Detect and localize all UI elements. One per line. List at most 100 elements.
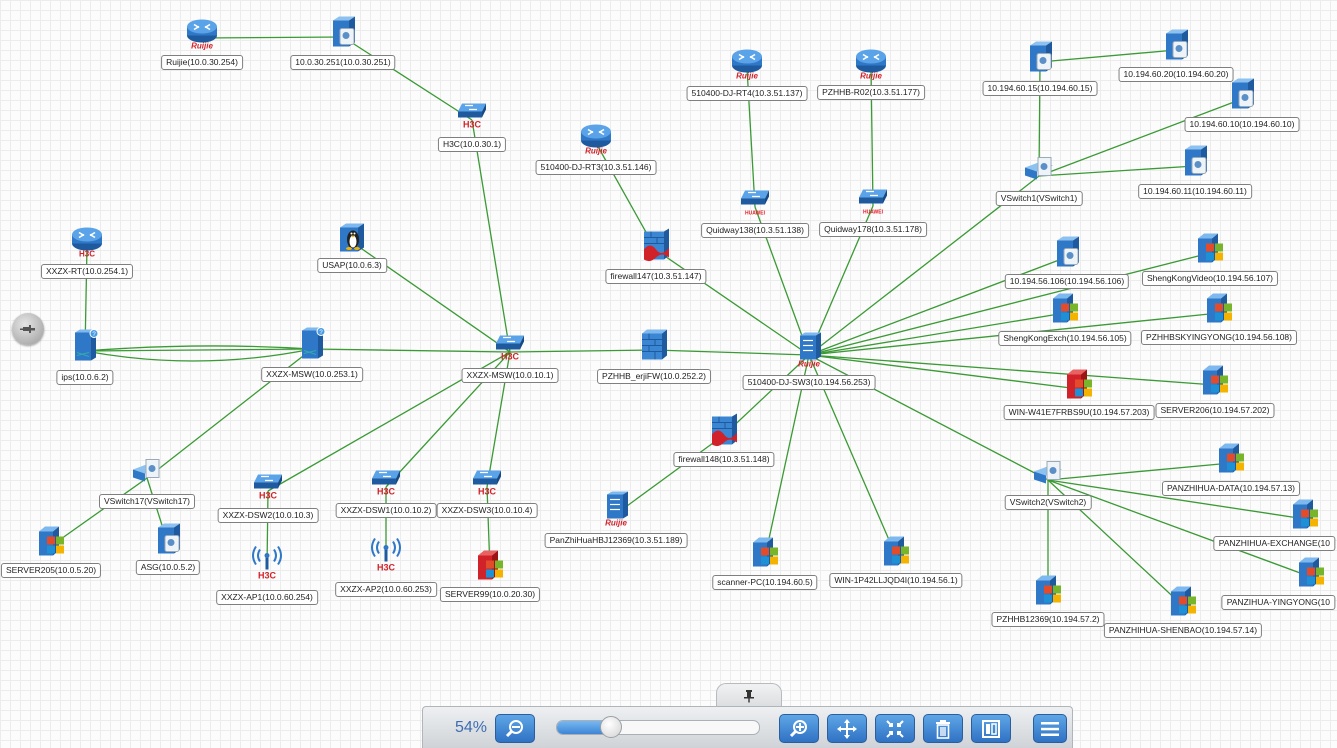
svg-text:Ruijie: Ruijie xyxy=(585,147,607,156)
firewall-icon[interactable] xyxy=(636,328,672,369)
node-label: SERVER206(10.194.57.202) xyxy=(1155,403,1275,418)
menu-button[interactable] xyxy=(1033,714,1067,743)
windows-icon[interactable] xyxy=(1293,555,1329,596)
firewall-red-icon[interactable] xyxy=(706,413,742,454)
node-label: firewall147(10.3.51.147) xyxy=(605,269,707,284)
link-vs1-h6010[interactable] xyxy=(1038,98,1243,177)
server-icon[interactable] xyxy=(325,15,361,56)
switch-icon[interactable]: H3C xyxy=(492,330,528,371)
zoom-level-label: 54% xyxy=(455,719,488,736)
server-icon[interactable] xyxy=(1177,144,1213,185)
ips-icon[interactable]: ? xyxy=(294,327,330,368)
wireless-icon[interactable]: H3C xyxy=(249,545,285,587)
core-switch-icon[interactable]: Ruijie xyxy=(791,332,827,374)
windows-icon[interactable] xyxy=(878,534,914,575)
toolbar-pin-tab[interactable] xyxy=(716,683,782,708)
vswitch-icon[interactable] xyxy=(129,456,165,497)
windows-icon[interactable] xyxy=(747,535,783,576)
ips-icon[interactable]: ? xyxy=(67,329,103,370)
link-ips-msw2531[interactable] xyxy=(84,345,313,352)
link-vs2-pzhexch[interactable] xyxy=(1047,479,1306,520)
server-icon[interactable] xyxy=(1158,28,1194,69)
windows-red-icon[interactable] xyxy=(472,548,508,589)
link-s30251-h3c301[interactable] xyxy=(342,36,473,121)
svg-text:Ruijie: Ruijie xyxy=(798,360,820,369)
node-label: XXZX-DSW2(10.0.10.3) xyxy=(217,508,319,523)
link-sw3-fw148[interactable] xyxy=(723,354,810,436)
layout-button[interactable] xyxy=(971,714,1011,743)
node-label: PZHHBSKYINGYONG(10.194.56.108) xyxy=(1141,330,1297,345)
fit-screen-button[interactable] xyxy=(875,714,915,743)
link-sw3-skvideo[interactable] xyxy=(808,252,1211,356)
windows-icon[interactable] xyxy=(1201,291,1237,332)
server-icon[interactable] xyxy=(150,522,186,563)
svg-text:H3C: H3C xyxy=(501,352,520,362)
link-vs17-srv205[interactable] xyxy=(50,477,148,547)
link-fw148-pzhbj[interactable] xyxy=(615,434,725,515)
windows-icon[interactable] xyxy=(1192,231,1228,272)
firewall-red-icon[interactable] xyxy=(638,228,674,269)
node-label: Ruijie(10.0.30.254) xyxy=(161,55,243,70)
windows-red-icon[interactable] xyxy=(1061,367,1097,408)
svg-text:Ruijie: Ruijie xyxy=(860,72,882,81)
link-msw2531-msw101[interactable] xyxy=(311,348,511,353)
link-sw3-srv206[interactable] xyxy=(808,354,1216,386)
link-vs2-pzhyy[interactable] xyxy=(1047,479,1312,578)
switch-icon[interactable]: HUAWEI xyxy=(855,184,891,225)
link-msw101-erjifw[interactable] xyxy=(509,349,655,353)
wireless-icon[interactable]: H3C xyxy=(368,537,404,579)
link-h6015-h6020[interactable] xyxy=(1039,49,1177,63)
switch-icon[interactable]: HUAWEI xyxy=(737,185,773,226)
pin-button[interactable] xyxy=(12,313,44,345)
pan-button[interactable] xyxy=(827,714,867,743)
node-label: XXZX-MSW(10.0.253.1) xyxy=(261,367,363,382)
router-icon[interactable]: Ruijie xyxy=(729,46,765,87)
switch-icon[interactable]: H3C xyxy=(454,98,490,139)
link-ruijie254-s30251[interactable] xyxy=(201,36,344,39)
windows-icon[interactable] xyxy=(1047,291,1083,332)
node-label: scanner-PC(10.194.60.5) xyxy=(712,575,818,590)
core-switch-icon[interactable]: Ruijie xyxy=(598,491,634,533)
link-sw3-h56106[interactable] xyxy=(808,256,1068,356)
vswitch-icon[interactable] xyxy=(1030,458,1066,499)
delete-button[interactable] xyxy=(923,714,963,743)
windows-icon[interactable] xyxy=(33,524,69,565)
node-label: SERVER99(10.0.20.30) xyxy=(439,587,541,602)
node-label: 510400-DJ-RT4(10.3.51.137) xyxy=(686,86,808,101)
link-vs2-pzhdata[interactable] xyxy=(1047,462,1232,481)
switch-icon[interactable]: H3C xyxy=(469,465,505,506)
link-ips-msw2531[interactable] xyxy=(84,348,313,362)
vswitch-icon[interactable] xyxy=(1021,154,1057,195)
fit-to-screen-icon xyxy=(886,719,904,738)
server-icon[interactable] xyxy=(1022,40,1058,81)
switch-icon[interactable]: H3C xyxy=(250,469,286,510)
windows-icon[interactable] xyxy=(1030,573,1066,614)
link-erjifw-sw3[interactable] xyxy=(653,349,810,356)
link-vs1-h6011[interactable] xyxy=(1038,165,1196,177)
zoom-slider-knob[interactable] xyxy=(599,716,622,738)
windows-icon[interactable] xyxy=(1165,584,1201,625)
pin-icon xyxy=(744,690,754,703)
windows-icon[interactable] xyxy=(1197,363,1233,404)
router-icon[interactable]: Ruijie xyxy=(853,46,889,87)
server-icon[interactable] xyxy=(1049,235,1085,276)
server-icon[interactable] xyxy=(1224,77,1260,118)
windows-icon[interactable] xyxy=(1213,441,1249,482)
router-icon[interactable]: Ruijie xyxy=(184,16,220,57)
linux-icon[interactable] xyxy=(334,220,370,261)
link-sw3-skexch[interactable] xyxy=(808,312,1066,356)
zoom-in-button[interactable] xyxy=(779,714,819,743)
router-icon[interactable]: H3C xyxy=(69,224,105,265)
router-icon[interactable]: Ruijie xyxy=(578,121,614,162)
node-label: PZHHB-R02(10.3.51.177) xyxy=(817,85,925,100)
zoom-out-button[interactable] xyxy=(495,714,535,743)
link-sw3-winw41[interactable] xyxy=(808,354,1080,390)
zoom-slider[interactable] xyxy=(556,720,760,735)
link-h3c301-msw101[interactable] xyxy=(471,119,511,353)
windows-icon[interactable] xyxy=(1287,497,1323,538)
node-label: 10.0.30.251(10.0.30.251) xyxy=(290,55,396,70)
switch-icon[interactable]: H3C xyxy=(368,465,404,506)
link-fw147-sw3[interactable] xyxy=(655,249,810,356)
link-ips-msw2531[interactable] xyxy=(84,348,313,352)
